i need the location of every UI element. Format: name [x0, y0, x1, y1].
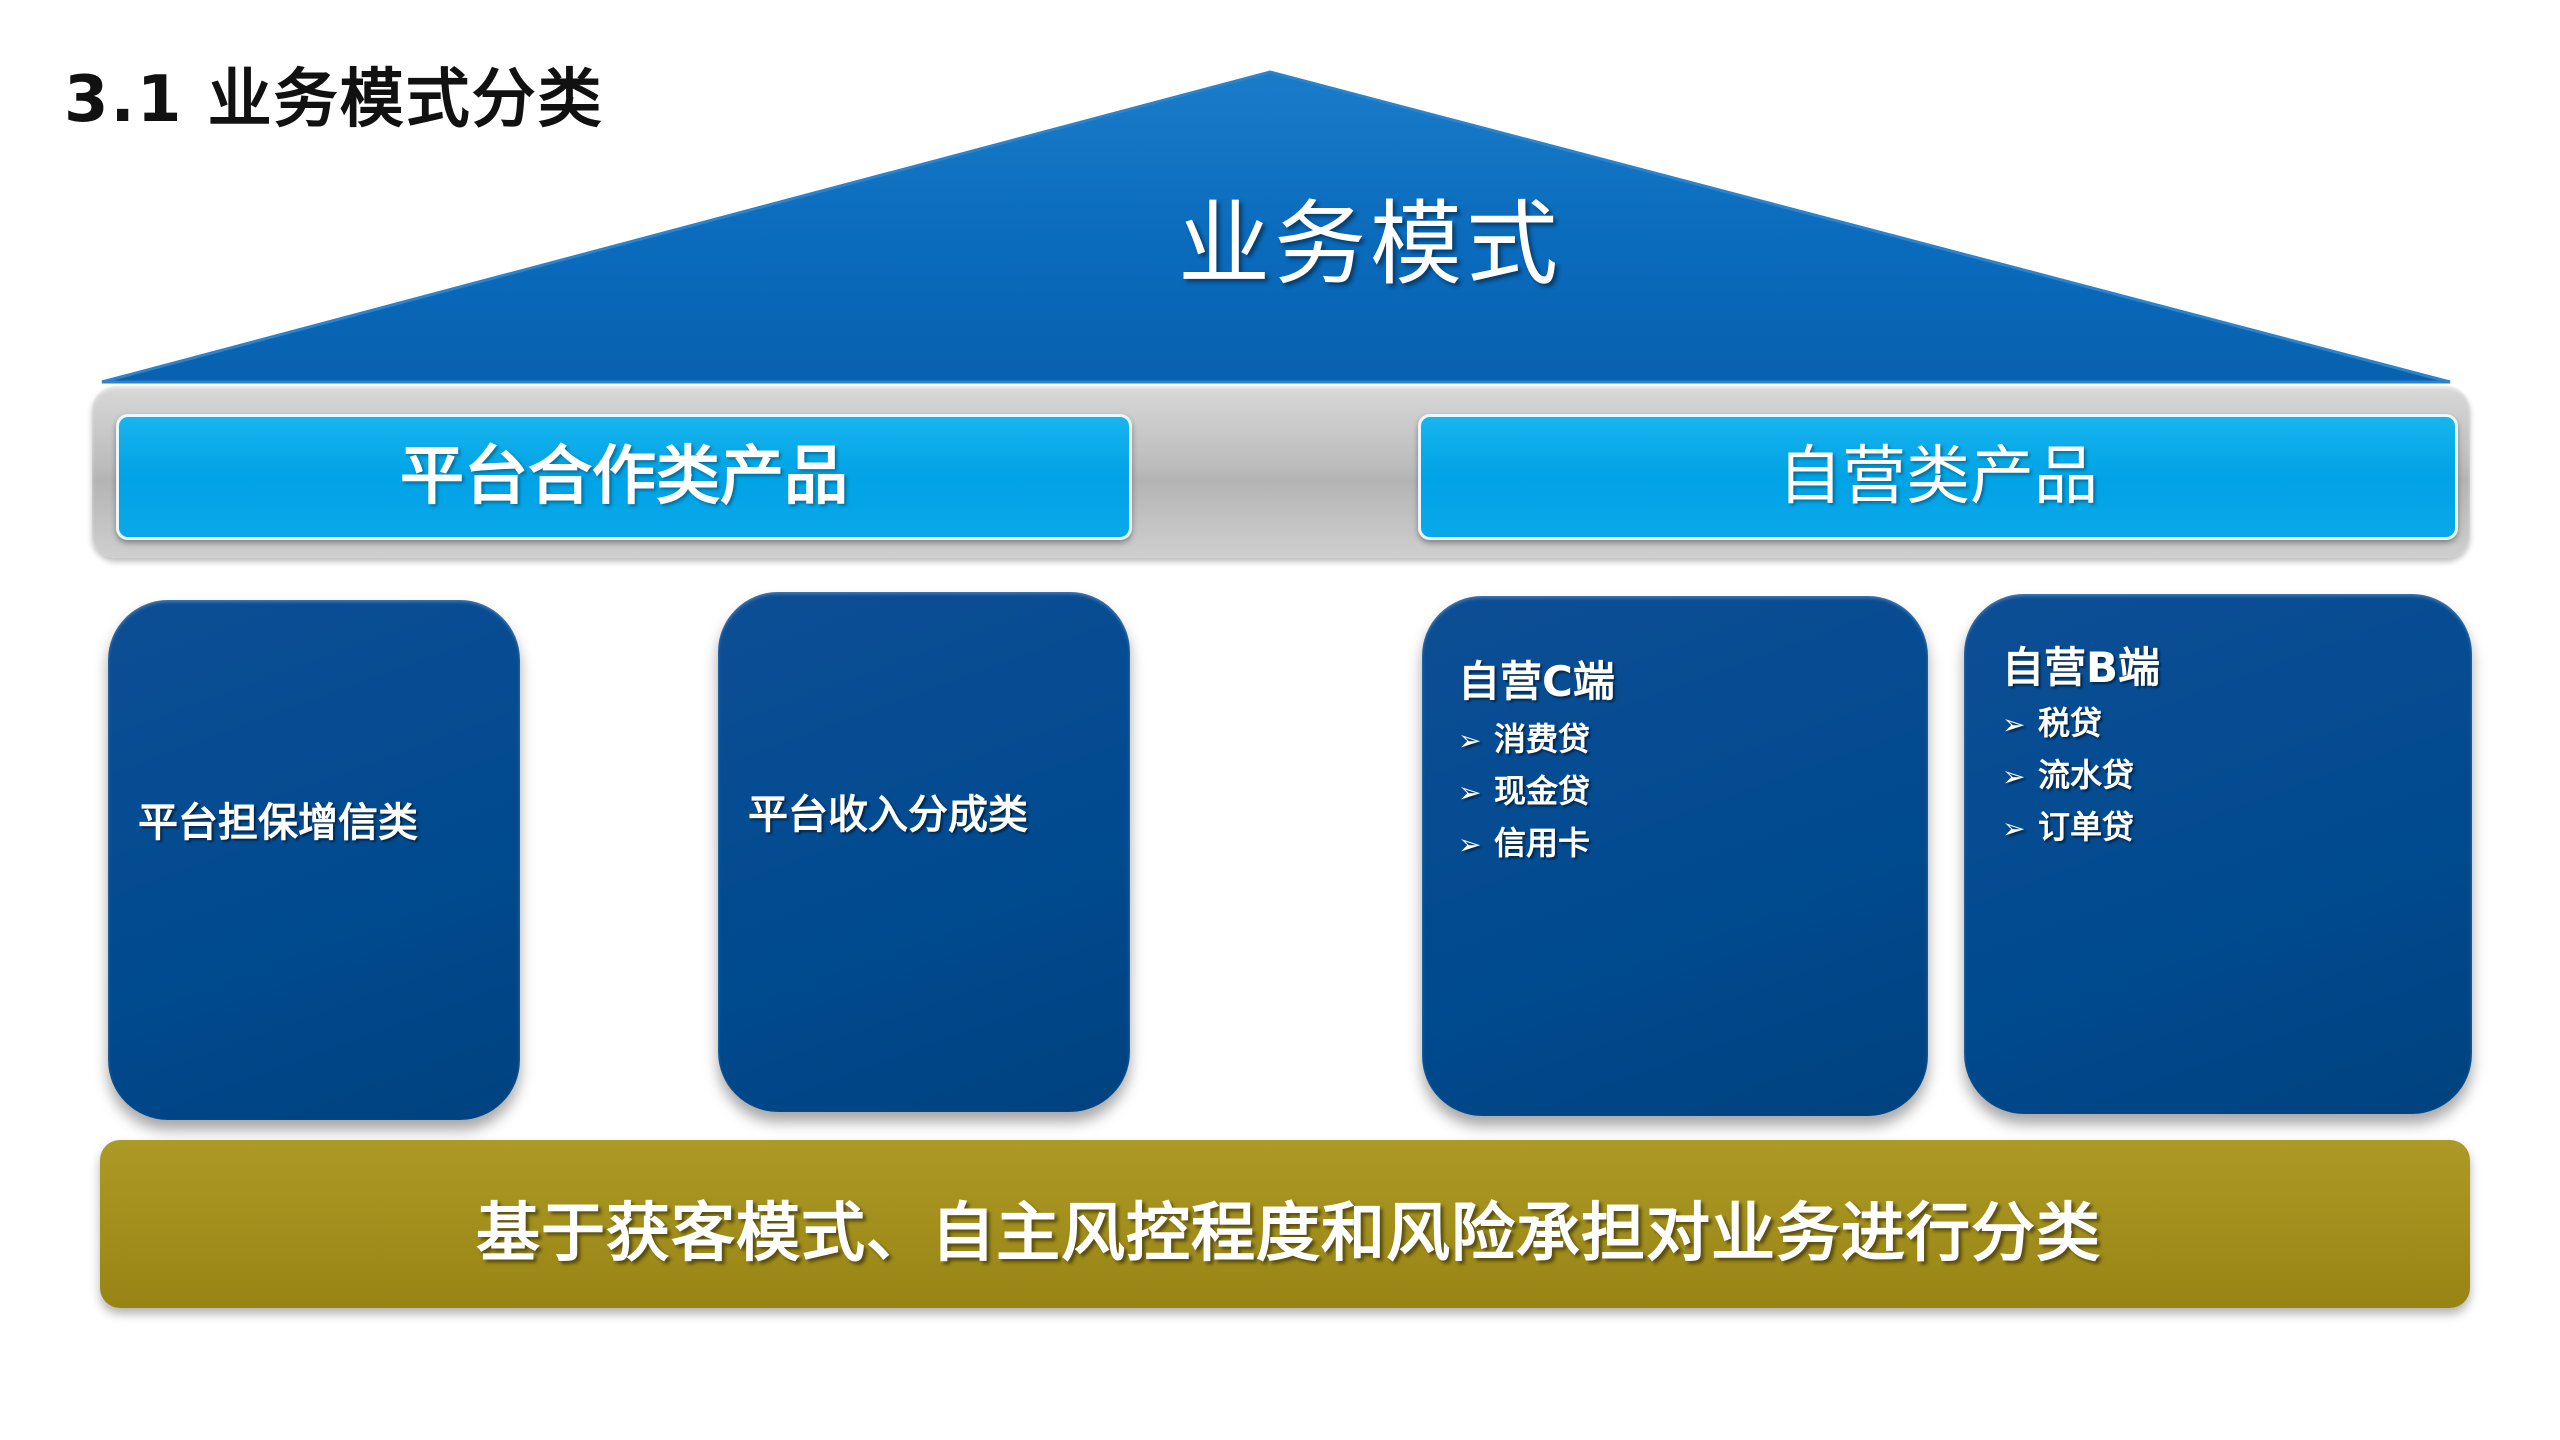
list-item-text: 信用卡 [1494, 824, 1591, 862]
pillar-title: 自营C端 [1458, 657, 1615, 706]
list-item-text: 现金贷 [1494, 772, 1591, 810]
pillar-title: 自营B端 [2002, 643, 2161, 692]
page-title: 3.1 业务模式分类 [64, 63, 604, 137]
bullet-list: ➢ 税贷 ➢ 流水贷 ➢ 订单贷 [2002, 698, 2134, 854]
arrow-bullet-icon: ➢ [2002, 812, 2026, 845]
pillar-self-operated-c: 自营C端 ➢ 消费贷 ➢ 现金贷 ➢ 信用卡 [1422, 596, 1928, 1116]
list-item-text: 订单贷 [2038, 808, 2135, 846]
foundation-text: 基于获客模式、自主风控程度和风险承担对业务进行分类 [476, 1197, 2101, 1271]
category-self-operated: 自营类产品 [1418, 414, 2458, 540]
list-item: ➢ 订单贷 [2002, 802, 2134, 854]
list-item: ➢ 信用卡 [1458, 818, 1590, 870]
list-item-text: 税贷 [2038, 704, 2103, 742]
list-item: ➢ 税贷 [2002, 698, 2134, 750]
pillar-label: 平台担保增信类 [138, 800, 418, 846]
category-platform-cooperation: 平台合作类产品 [116, 414, 1132, 540]
list-item: ➢ 现金贷 [1458, 766, 1590, 818]
arrow-bullet-icon: ➢ [2002, 708, 2026, 741]
roof-title: 业务模式 [1177, 191, 1562, 298]
pillar-platform-guarantee: 平台担保增信类 [108, 600, 520, 1120]
foundation-bar: 基于获客模式、自主风控程度和风险承担对业务进行分类 [100, 1140, 2470, 1308]
list-item: ➢ 消费贷 [1458, 714, 1590, 766]
list-item-text: 流水贷 [2038, 756, 2135, 794]
pillar-label: 平台收入分成类 [748, 792, 1028, 838]
arrow-bullet-icon: ➢ [2002, 760, 2026, 793]
bullet-list: ➢ 消费贷 ➢ 现金贷 ➢ 信用卡 [1458, 714, 1590, 870]
pillar-platform-revenue-share: 平台收入分成类 [718, 592, 1130, 1112]
arrow-bullet-icon: ➢ [1458, 776, 1482, 809]
list-item-text: 消费贷 [1494, 720, 1591, 758]
pillar-self-operated-b: 自营B端 ➢ 税贷 ➢ 流水贷 ➢ 订单贷 [1964, 594, 2472, 1114]
arrow-bullet-icon: ➢ [1458, 724, 1482, 757]
list-item: ➢ 流水贷 [2002, 750, 2134, 802]
arrow-bullet-icon: ➢ [1458, 828, 1482, 861]
